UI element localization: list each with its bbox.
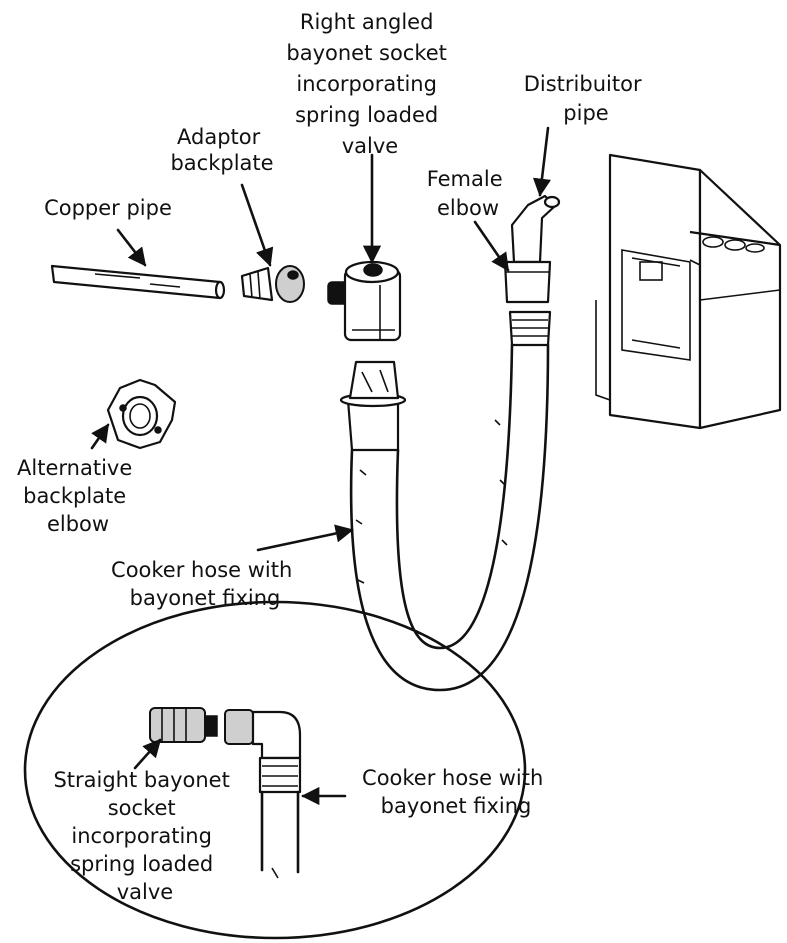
label-female-elbow: Female elbow [427, 167, 510, 220]
distributor-pipe-illustration [510, 194, 561, 264]
label-adaptor-backplate: Adaptor backplate [170, 125, 273, 175]
label-distributor-pipe: Distribuitor pipe [524, 72, 649, 125]
label-right-angled-socket: Right angled bayonet socket incorporatin… [286, 10, 453, 158]
arrow-distributor-pipe [532, 126, 551, 197]
right-angled-socket-illustration [327, 260, 402, 342]
arrow-alternative-elbow [90, 423, 110, 450]
leader-arrows [90, 126, 551, 806]
label-alternative-backplate-elbow: Alternative backplate elbow [17, 456, 139, 536]
arrow-female-elbow [473, 220, 510, 272]
arrow-cooker-hose [256, 524, 354, 552]
copper-pipe-illustration [50, 264, 226, 300]
label-cooker-hose-inset: Cooker hose with bayonet fixing [362, 766, 550, 818]
arrow-adaptor-backplate [240, 183, 274, 267]
straight-socket-illustration [149, 707, 218, 743]
arrow-straight-socket [133, 738, 162, 770]
alternative-backplate-elbow-illustration [106, 378, 177, 450]
label-copper-pipe: Copper pipe [44, 196, 172, 220]
female-elbow-illustration [503, 260, 552, 304]
cooker-illustration [595, 153, 782, 430]
label-cooker-hose-main: Cooker hose with bayonet fixing [111, 558, 299, 610]
inset-hose-illustration [224, 709, 302, 879]
label-straight-bayonet-socket: Straight bayonet socket incorporating sp… [53, 768, 236, 904]
cooker-hose-illustration [339, 310, 552, 692]
inset-detail-circle [23, 600, 527, 940]
arrow-copper-pipe [116, 228, 147, 267]
adaptor-backplate-illustration [240, 265, 305, 303]
